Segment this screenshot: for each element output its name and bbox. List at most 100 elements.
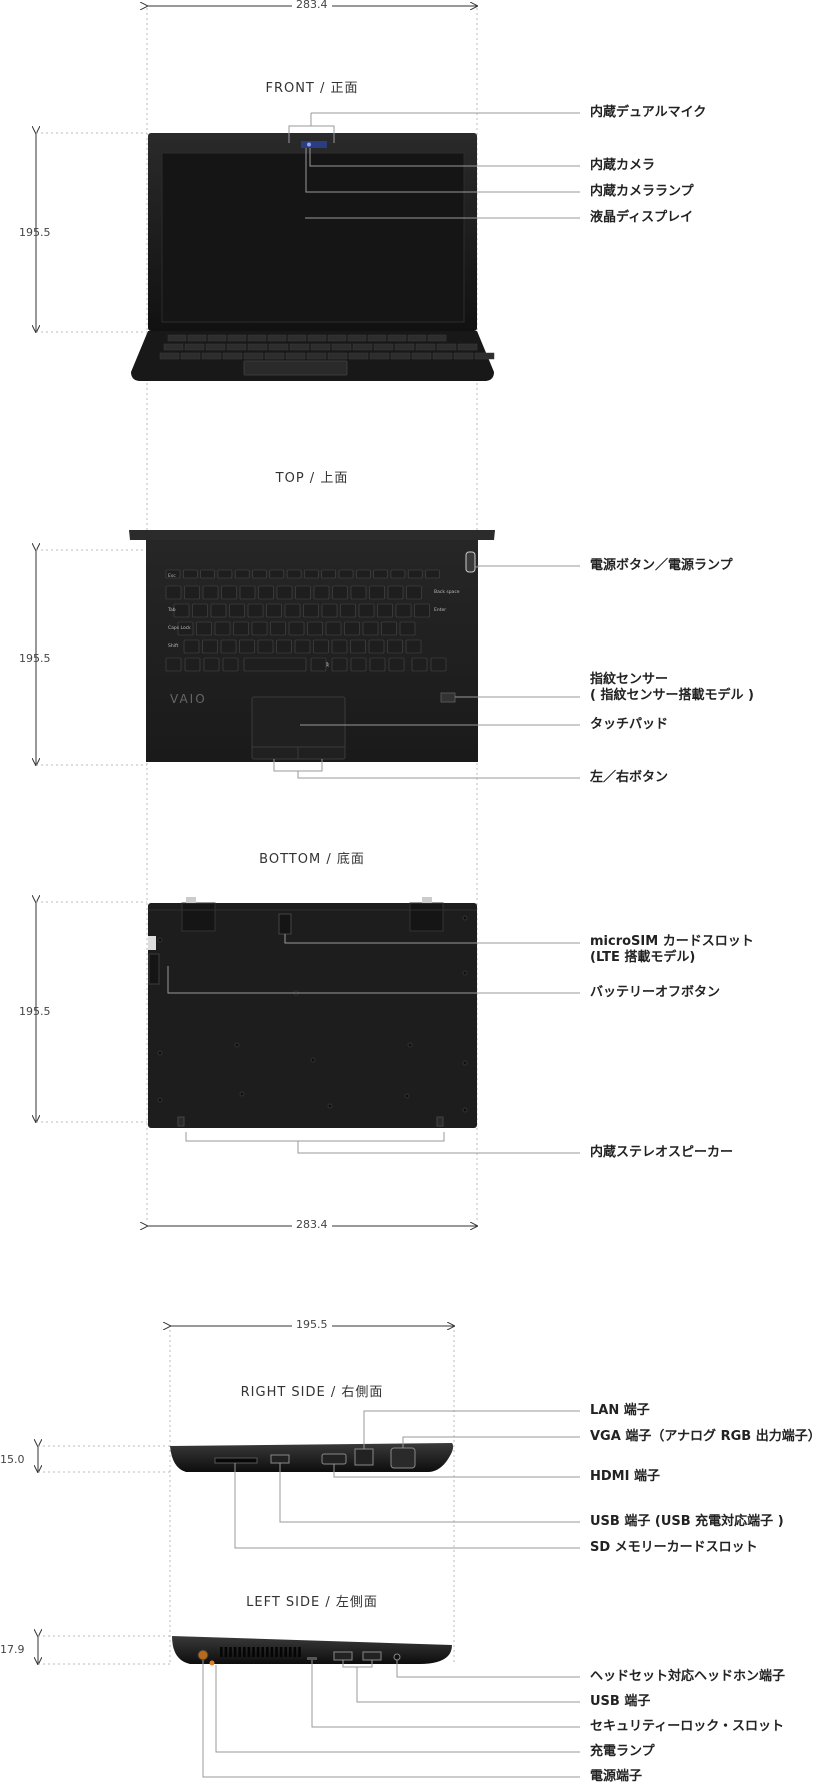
key — [183, 639, 200, 654]
key — [307, 334, 327, 342]
key-legend: Tab — [167, 607, 176, 613]
key — [436, 343, 457, 351]
screw — [234, 1042, 240, 1048]
bottom-panel — [148, 903, 477, 1128]
hdmi-port — [321, 1453, 347, 1465]
key — [264, 352, 285, 360]
key-legend: Caps Lock — [168, 625, 191, 631]
headphone-jack — [393, 1653, 401, 1661]
key — [358, 603, 375, 618]
key — [173, 603, 190, 618]
right-height-label: 15.0 — [0, 1453, 25, 1466]
label-microsim: microSIM カードスロット — [590, 934, 754, 949]
key — [325, 621, 342, 636]
key — [373, 343, 394, 351]
usb-port-right — [270, 1454, 290, 1464]
key — [243, 352, 264, 360]
key — [406, 585, 422, 600]
key — [267, 334, 287, 342]
label-fingerprint: 指紋センサー — [590, 672, 669, 687]
function-key — [200, 569, 215, 579]
key — [196, 621, 212, 636]
vent-slot — [293, 1647, 297, 1657]
key — [313, 585, 330, 600]
key — [288, 621, 305, 636]
key — [220, 639, 237, 654]
key — [411, 352, 432, 360]
key — [387, 334, 407, 342]
label-usb-charge: USB 端子 (USB 充電対応端子 ) — [590, 1514, 784, 1529]
key — [251, 621, 268, 636]
key — [430, 657, 447, 672]
key — [307, 621, 323, 636]
label-sd-slot: SD メモリーカードスロット — [590, 1540, 758, 1555]
label-dual-mic: 内蔵デュアルマイク — [590, 105, 707, 120]
label-microsim-note: (LTE 搭載モデル) — [590, 950, 696, 965]
key — [247, 343, 268, 351]
function-key — [321, 569, 337, 579]
key — [258, 585, 274, 600]
section-title-bottom: BOTTOM / 底面 — [259, 852, 365, 867]
key — [340, 603, 356, 618]
key — [239, 639, 255, 654]
key — [266, 603, 282, 618]
key — [350, 585, 367, 600]
key — [303, 603, 319, 618]
key — [415, 343, 436, 351]
key — [407, 334, 427, 342]
section-title-top: TOP / 上面 — [275, 471, 349, 486]
power-button — [465, 551, 476, 573]
label-power-jack: 電源端子 — [590, 1769, 643, 1784]
key — [350, 657, 367, 672]
screw — [462, 1107, 468, 1113]
function-key — [425, 569, 440, 579]
key — [432, 352, 453, 360]
front-view — [36, 112, 580, 381]
key — [369, 352, 390, 360]
key — [210, 603, 227, 618]
vent-slot — [220, 1647, 223, 1657]
key — [321, 603, 338, 618]
usb-port-left-2 — [362, 1651, 382, 1661]
battery-off-tab — [148, 936, 156, 950]
key — [202, 585, 219, 600]
function-key — [234, 569, 250, 579]
key — [165, 657, 182, 672]
key — [268, 343, 289, 351]
key — [387, 585, 404, 600]
key — [474, 352, 495, 360]
key — [427, 334, 447, 342]
vent-slot — [279, 1647, 283, 1657]
vent-slot — [256, 1647, 260, 1657]
vent-slot — [275, 1647, 278, 1657]
front-keyboard — [159, 334, 495, 360]
screw — [310, 1057, 316, 1063]
function-key — [165, 569, 181, 579]
key — [222, 657, 239, 672]
label-security-slot: セキュリティーロック・スロット — [590, 1719, 784, 1734]
vent-slot — [284, 1647, 287, 1657]
space-bar — [243, 657, 307, 672]
bottom-screws — [157, 915, 468, 1113]
left-vents — [220, 1647, 301, 1657]
screw — [404, 1093, 410, 1099]
key — [331, 657, 348, 672]
key — [387, 639, 403, 654]
key — [284, 603, 301, 618]
function-key — [338, 569, 354, 579]
vent-slot — [261, 1647, 264, 1657]
function-key — [355, 569, 371, 579]
key — [332, 585, 348, 600]
key — [352, 343, 373, 351]
key — [287, 334, 307, 342]
top-lid-edge — [129, 530, 495, 540]
key — [247, 334, 267, 342]
key — [399, 621, 416, 636]
key — [226, 343, 247, 351]
key — [159, 352, 180, 360]
screw — [462, 1060, 468, 1066]
key — [377, 603, 393, 618]
right-side-body — [170, 1443, 454, 1472]
label-lcd: 液晶ディスプレイ — [590, 210, 694, 225]
